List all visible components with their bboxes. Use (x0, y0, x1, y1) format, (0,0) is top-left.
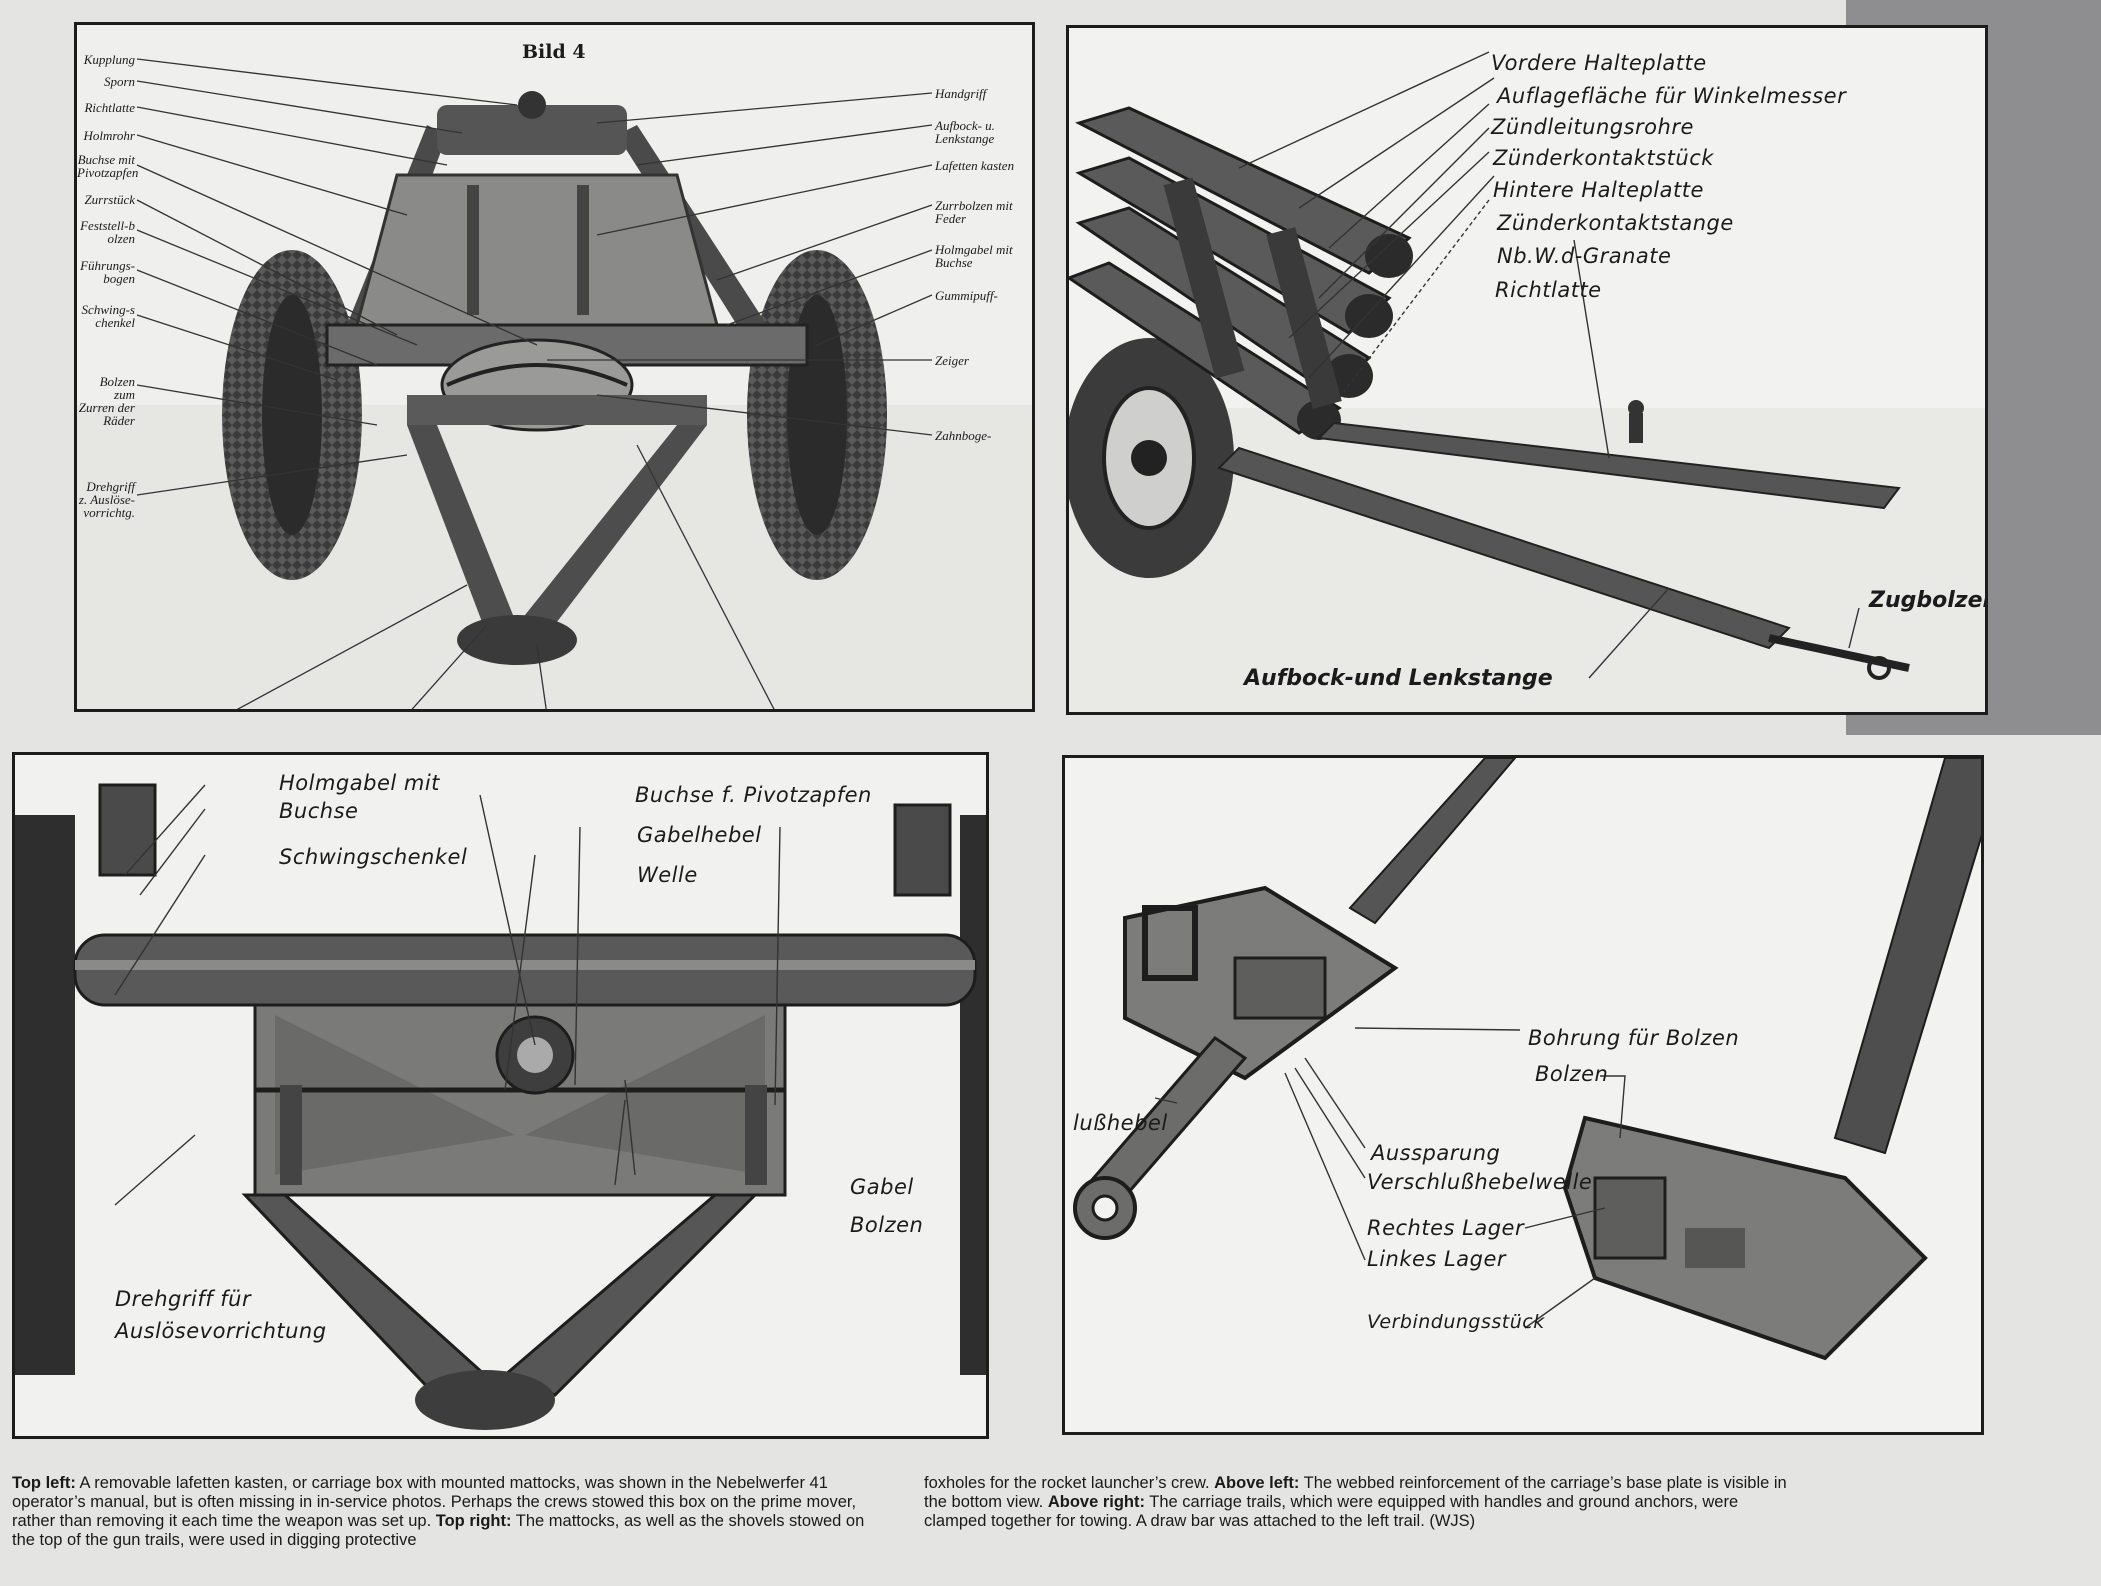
label-bolzen-2: Bolzen (850, 1213, 924, 1237)
label-buchse-pivotzapfen: Buchse f. Pivotzapfen (635, 783, 872, 807)
label-zurrbolzen: Zurrbolzen mit Feder (935, 198, 1013, 226)
label-schwingschenkel-2: Schwingschenkel (279, 845, 468, 869)
caption-continued-text: foxholes for the rocket launcher’s crew. (924, 1474, 1215, 1492)
label-granate: Nb.W.d-Granate (1497, 244, 1672, 268)
label-richtlatte-2: Richtlatte (1495, 278, 1602, 302)
label-zurrstueck: Zurrstück (84, 192, 135, 207)
label-zeiger: Zeiger (935, 353, 969, 368)
label-zuenderkontaktstueck: Zünderkontaktstück (1493, 146, 1714, 170)
panel-bottom-right-trail-clamps: Bohrung für Bolzen Bolzen lußhebel Aussp… (1062, 755, 1984, 1435)
label-handgriff: Handgriff (935, 86, 987, 101)
label-holmrohr: Holmrohr (83, 128, 135, 143)
label-zahnbogen: Zahnboge- (935, 428, 992, 443)
label-verbindungsstueck: Verbindungsstück (1367, 1311, 1545, 1333)
label-bolzen-zum-zurren: Bolzen zum Zurren der Räder (78, 374, 135, 428)
label-kupplung: Kupplung (83, 52, 135, 67)
label-drehgriff: Drehgriff z. Auslöse-vorrichtg. (78, 479, 135, 520)
baseplate-bottom-drawing (15, 755, 986, 1436)
label-buchse-mit-pivotzapfen: Buchse mit Pivotzapfen (77, 152, 139, 180)
caption-above-left-heading: Above left: (1214, 1474, 1300, 1492)
caption-above-right-heading: Above right: (1047, 1493, 1145, 1511)
caption-top-right-heading: Top right: (435, 1512, 512, 1530)
label-gabelhebel: Gabelhebel (637, 823, 762, 847)
carriage-front-drawing (77, 25, 1032, 709)
label-holmgabel: Holmgabel mit Buchse (935, 242, 1013, 270)
label-gabel: Gabel (850, 1175, 914, 1199)
label-gummipuffer: Gummipuff- (935, 288, 998, 303)
label-verschlusshebel-cut: lußhebel (1073, 1111, 1168, 1135)
panel-top-left-bild4: Bild 4 Kupplung Sporn Richtlatte Holmroh… (74, 22, 1035, 712)
label-aufbock-und-lenkstange: Aufbock-und Lenkstange (1244, 666, 1553, 691)
label-feststellbolzen: Feststell-bolzen (80, 218, 135, 246)
label-holmgabel-mit: Holmgabel mit (279, 771, 440, 795)
panel-top-right-launcher: Vordere Halteplatte Auflagefläche für Wi… (1066, 25, 1988, 715)
label-richtlatte: Richtlatte (84, 100, 135, 115)
label-zuenderkontaktstange: Zünderkontaktstange (1497, 211, 1734, 235)
figure-title: Bild 4 (522, 41, 586, 63)
caption-top-left-heading: Top left: (12, 1474, 76, 1492)
label-buchse: Buchse (279, 799, 359, 823)
label-auflageflaeche: Auflagefläche für Winkelmesser (1497, 84, 1847, 108)
label-vordere-halteplatte: Vordere Halteplatte (1491, 51, 1707, 75)
caption-column-right: foxholes for the rocket launcher’s crew.… (924, 1474, 1804, 1531)
label-sporn: Sporn (103, 74, 135, 89)
label-zugbolzen: Zugbolzen (1869, 588, 1988, 613)
caption-column-left: Top left: A removable lafetten kasten, o… (12, 1474, 872, 1550)
label-drehgriff-fuer: Drehgriff für (115, 1287, 252, 1311)
label-fuehrungsbogen: Führungs-bogen (80, 258, 135, 286)
label-bohrung-fuer-bolzen: Bohrung für Bolzen (1528, 1026, 1740, 1050)
label-rechtes-lager: Rechtes Lager (1367, 1216, 1525, 1240)
label-verschlusshebelwelle: Verschlußhebelwelle (1367, 1170, 1593, 1194)
caption-top-right-text: The mattocks, as well as the shovels sto… (12, 1512, 865, 1549)
caption-top-left-text: A removable lafetten kasten, or carriage… (12, 1474, 857, 1530)
trail-clamp-drawing (1065, 758, 1981, 1432)
label-schwingschenkel: Schwing-schenkel (81, 302, 135, 330)
label-hintere-halteplatte: Hintere Halteplatte (1493, 178, 1704, 202)
label-bolzen-3: Bolzen (1535, 1062, 1609, 1086)
label-ausloesevorrichtung: Auslösevorrichtung (115, 1319, 327, 1343)
label-linkes-lager: Linkes Lager (1367, 1247, 1506, 1271)
launcher-side-drawing (1069, 28, 1985, 712)
label-lafetten-kasten: Lafetten kasten (935, 158, 1015, 173)
panel-bottom-left-baseplate: Holmgabel mit Buchse Schwingschenkel Buc… (12, 752, 989, 1439)
caption-above-right-text: The carriage trails, which were equipped… (924, 1493, 1739, 1530)
label-zuendleitungsrohre: Zündleitungsrohre (1491, 115, 1694, 139)
label-welle: Welle (637, 863, 698, 887)
label-aufbock-lenkstange: Aufbock- u. Lenkstange (935, 118, 995, 146)
caption-above-left-text: The webbed reinforcement of the carriage… (924, 1474, 1787, 1511)
label-aussparung: Aussparung (1371, 1141, 1501, 1165)
